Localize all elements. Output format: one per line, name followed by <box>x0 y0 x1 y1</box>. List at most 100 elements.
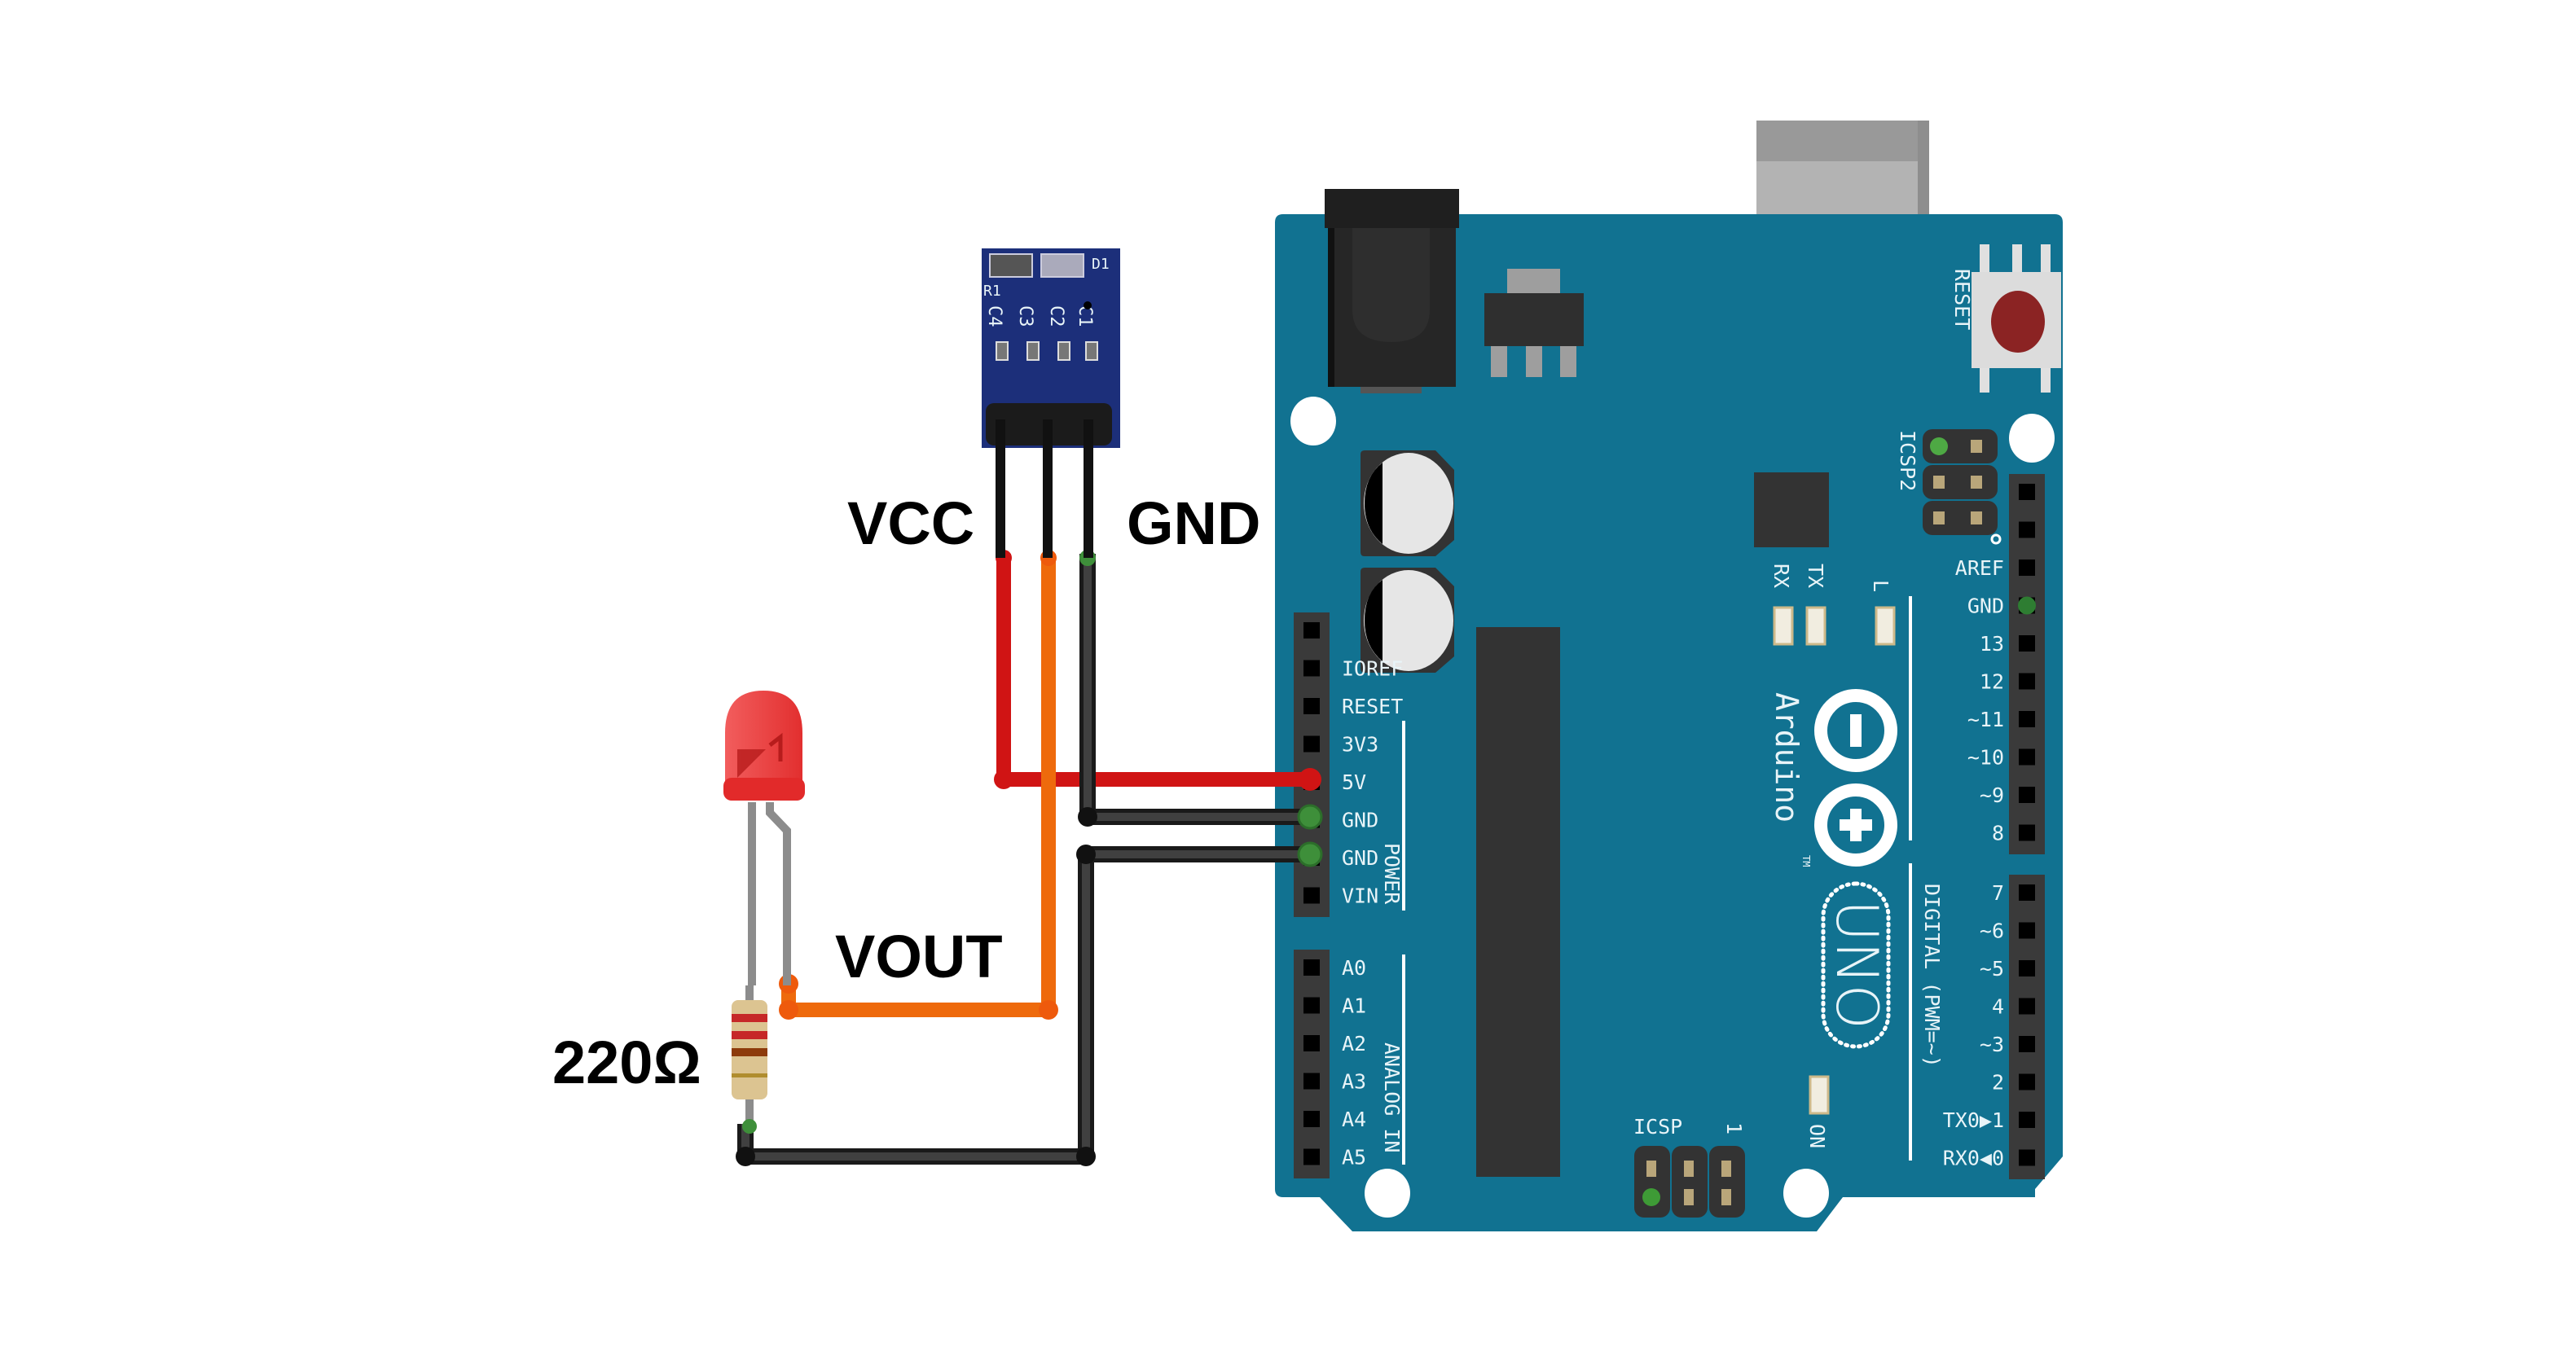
icsp-label: ICSP <box>1633 1115 1682 1139</box>
header-pin[interactable] <box>2019 960 2035 976</box>
header-pin[interactable] <box>1303 1148 1320 1165</box>
header-pin[interactable] <box>2019 673 2035 690</box>
wire-bend <box>1078 807 1097 827</box>
mounting-hole <box>1290 397 1336 445</box>
header-pin[interactable] <box>2019 922 2035 939</box>
header-pin[interactable] <box>2019 884 2035 901</box>
wire-endpoint-5v <box>1299 768 1321 791</box>
resistor-band <box>732 1073 767 1077</box>
header-pin[interactable] <box>2019 521 2035 538</box>
header-pin[interactable] <box>1303 622 1320 639</box>
pin-label: GND <box>1967 595 2004 618</box>
voltage-regulator <box>1484 269 1584 377</box>
rx-label: RX <box>1769 564 1793 588</box>
resistor-band <box>732 1048 767 1056</box>
pin-label: RX0◀0 <box>1943 1147 2004 1170</box>
pin-label: 5V <box>1342 770 1366 794</box>
svg-text:C1: C1 <box>1075 305 1095 327</box>
capacitor <box>1361 568 1454 673</box>
tx-led <box>1805 606 1826 646</box>
arduino-logo <box>1814 689 1897 867</box>
pin-label: AREF <box>1955 556 2004 580</box>
reset-button-cap[interactable] <box>1991 291 2045 353</box>
header-pin[interactable] <box>2019 560 2035 576</box>
wire-endpoint-gnd <box>1297 841 1323 867</box>
pin-label: A2 <box>1342 1032 1366 1055</box>
uno-badge: UNO <box>1821 881 1891 1049</box>
header-pin[interactable] <box>1303 698 1320 714</box>
svg-text:C4: C4 <box>984 305 1004 327</box>
pin-label: 13 <box>1980 632 2004 656</box>
header-pin[interactable] <box>1303 1035 1320 1051</box>
pin-highlight <box>2018 596 2036 615</box>
header-pin[interactable] <box>2019 1149 2035 1166</box>
pin-label: A1 <box>1342 994 1366 1018</box>
pin-label: ~9 <box>1980 783 2004 807</box>
mounting-hole <box>2009 414 2055 463</box>
pin-label: ~5 <box>1980 957 2004 981</box>
header-pin[interactable] <box>2019 1073 2035 1091</box>
pin-label: TX0▶1 <box>1943 1108 2004 1132</box>
pin-label: A0 <box>1342 956 1366 980</box>
svg-text:C3: C3 <box>1015 305 1035 327</box>
header-pin[interactable] <box>2019 787 2035 803</box>
svg-text:R1: R1 <box>983 283 1001 300</box>
header-pin[interactable] <box>2019 711 2035 727</box>
header-pin[interactable] <box>1303 1111 1320 1127</box>
header-pin[interactable] <box>2019 998 2035 1015</box>
resistor-band <box>732 1031 767 1039</box>
pin-label: VIN <box>1342 884 1378 908</box>
reset-button[interactable] <box>1972 244 2061 393</box>
pin-label: 8 <box>1992 822 2004 845</box>
on-label: ON <box>1805 1124 1829 1148</box>
trademark: TM <box>1800 855 1812 867</box>
icsp2-header <box>1923 429 2002 545</box>
arduino-brand: Arduino <box>1769 692 1805 823</box>
pin-label: GND <box>1342 809 1378 832</box>
header-pin[interactable] <box>1303 959 1320 976</box>
pin-label: ~6 <box>1980 919 2004 943</box>
on-led <box>1809 1075 1830 1115</box>
pin-label: ~3 <box>1980 1033 2004 1056</box>
reset-label: RESET <box>1950 269 1974 330</box>
pin-label: 12 <box>1980 670 2004 694</box>
mounting-hole <box>1365 1169 1410 1218</box>
led <box>723 691 805 985</box>
header-pin[interactable] <box>2019 484 2035 500</box>
pin-label: 4 <box>1992 995 2004 1019</box>
header-pin[interactable] <box>1303 1073 1320 1090</box>
header-pin[interactable] <box>1303 660 1320 677</box>
resistor-band <box>732 1014 767 1022</box>
mounting-hole <box>1783 1169 1829 1218</box>
capacitor <box>1361 450 1454 556</box>
header-pin[interactable] <box>1303 887 1320 904</box>
icsp-header <box>1634 1146 1745 1218</box>
usb-chip <box>1754 472 1829 547</box>
header-pin[interactable] <box>2019 824 2035 841</box>
icsp-pin1-label: 1 <box>1722 1122 1746 1134</box>
digital-header-title: DIGITAL (PWM=~) <box>1920 884 1944 1068</box>
analog-header-title: ANALOG IN <box>1380 1042 1404 1152</box>
rx-led <box>1773 606 1794 646</box>
pin-label: A3 <box>1342 1070 1366 1094</box>
pin-label: A5 <box>1342 1146 1366 1169</box>
header-pin[interactable] <box>2019 1112 2035 1128</box>
header-pin[interactable] <box>1303 735 1320 753</box>
pin-label: 2 <box>1992 1071 2004 1095</box>
header-pin[interactable] <box>2019 1036 2035 1052</box>
vcc-label: VCC <box>847 489 974 557</box>
header-pin[interactable] <box>2019 748 2035 766</box>
power-header-title: POWER <box>1380 843 1404 905</box>
header-pin[interactable] <box>2019 635 2035 652</box>
wire-bend <box>994 770 1013 789</box>
wire-vout-to-led <box>781 554 1056 1017</box>
wire-endpoint-gnd <box>1297 804 1323 830</box>
resistor <box>732 985 767 1134</box>
arduino-uno-board: RESET RX TX L <box>1275 121 2063 1231</box>
icsp2-label: ICSP2 <box>1896 430 1919 491</box>
header-pin[interactable] <box>1303 997 1320 1014</box>
atmega-chip <box>1476 627 1560 1177</box>
pin-label: 7 <box>1992 881 2004 905</box>
